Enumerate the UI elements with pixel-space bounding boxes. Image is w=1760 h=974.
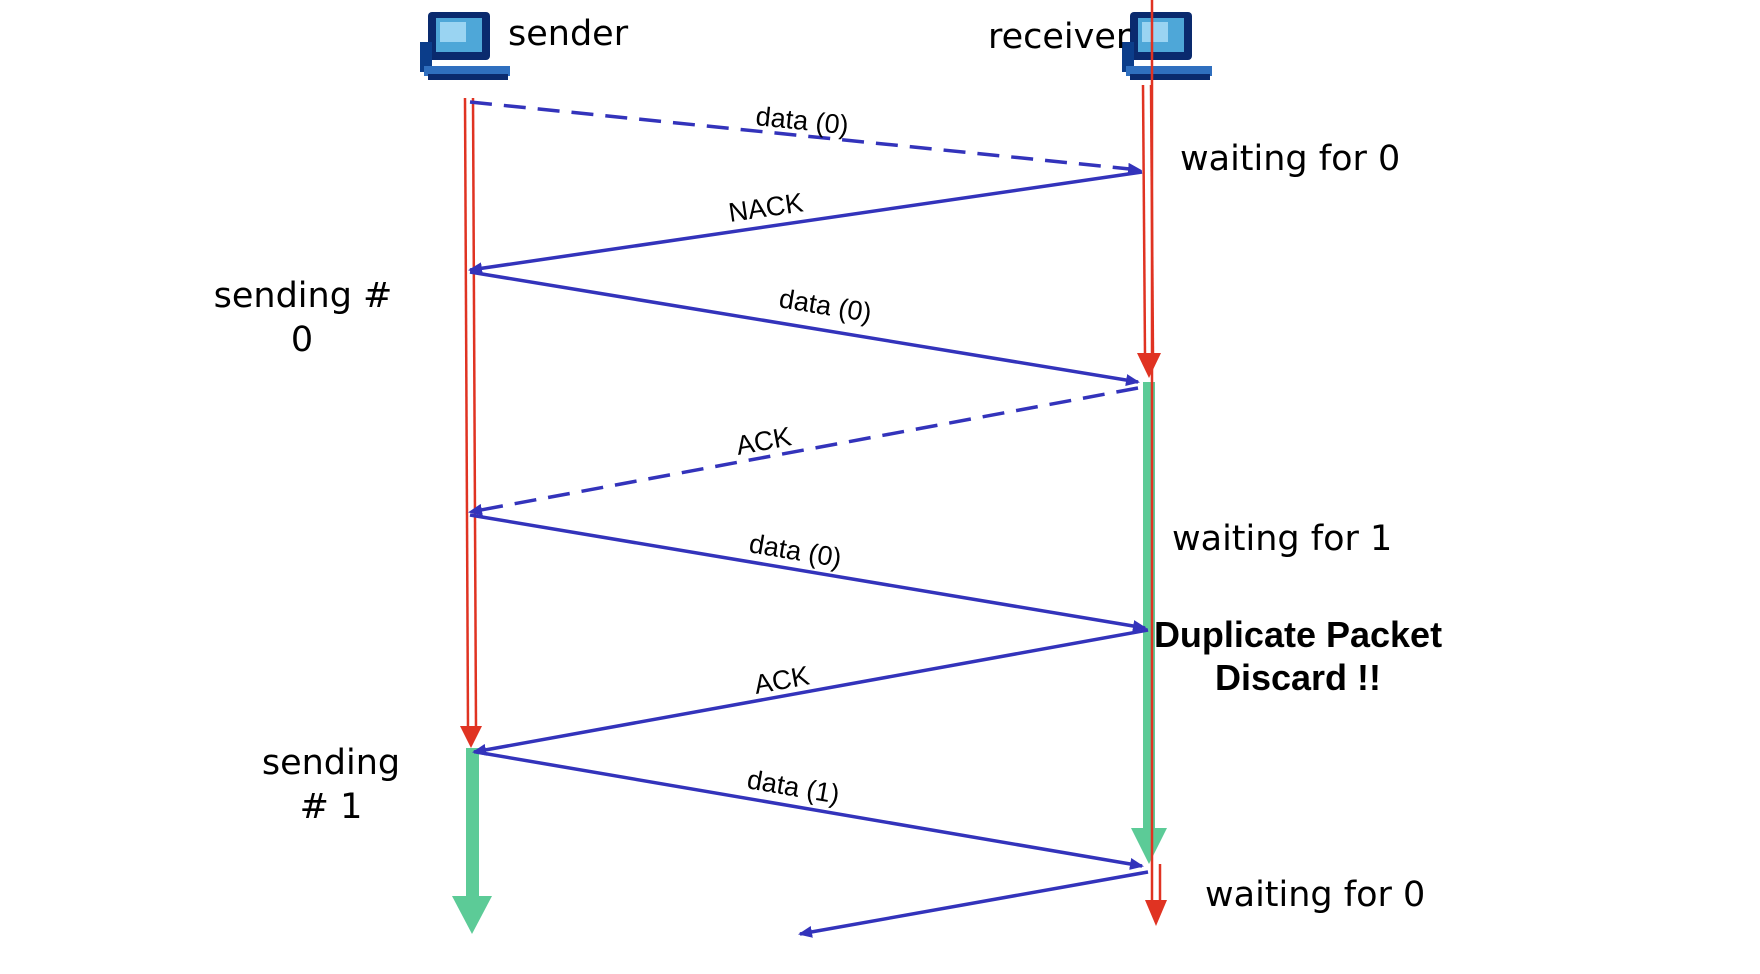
- sender-timeline: [460, 97, 482, 748]
- msg-label-data0-2: data (0): [777, 283, 874, 328]
- arrow-trailing: [798, 870, 1149, 938]
- arrow-data0-3: [469, 513, 1147, 632]
- receiver-timeline-bottom: [1145, 0, 1167, 926]
- receiver-timeline: [1137, 84, 1161, 378]
- state-duplicate-line1: Duplicate Packet: [1154, 614, 1442, 655]
- state-sender-sending-0-line2: 0: [291, 320, 313, 360]
- arrow-data0-2: [469, 270, 1140, 386]
- state-duplicate-line2: Discard !!: [1215, 657, 1381, 698]
- arrow-ack-lost: [468, 386, 1139, 516]
- sender-label: sender: [508, 14, 629, 54]
- receiver-label: receiver: [988, 17, 1131, 57]
- state-receiver-waiting-0-top: waiting for 0: [1180, 139, 1400, 179]
- msg-label-data0-1: data (0): [754, 101, 850, 140]
- arrow-data0-lost-1: [469, 100, 1142, 175]
- arrow-nack: [468, 170, 1143, 275]
- arrow-ack: [472, 628, 1149, 756]
- state-sender-sending-1-line1: sending: [262, 743, 400, 783]
- sender-computer-icon: [420, 12, 510, 80]
- state-sender-sending-1-line2: # 1: [300, 787, 363, 827]
- receiver-computer-icon: [1122, 12, 1212, 80]
- msg-label-data0-3: data (0): [747, 528, 844, 573]
- state-receiver-waiting-0-bottom: waiting for 0: [1205, 875, 1425, 915]
- sender-active-bar: [452, 748, 492, 934]
- arrow-data1: [475, 750, 1144, 870]
- state-receiver-waiting-1: waiting for 1: [1172, 519, 1392, 559]
- state-sender-sending-0-line1: sending #: [214, 276, 393, 316]
- msg-label-data1: data (1): [745, 764, 842, 809]
